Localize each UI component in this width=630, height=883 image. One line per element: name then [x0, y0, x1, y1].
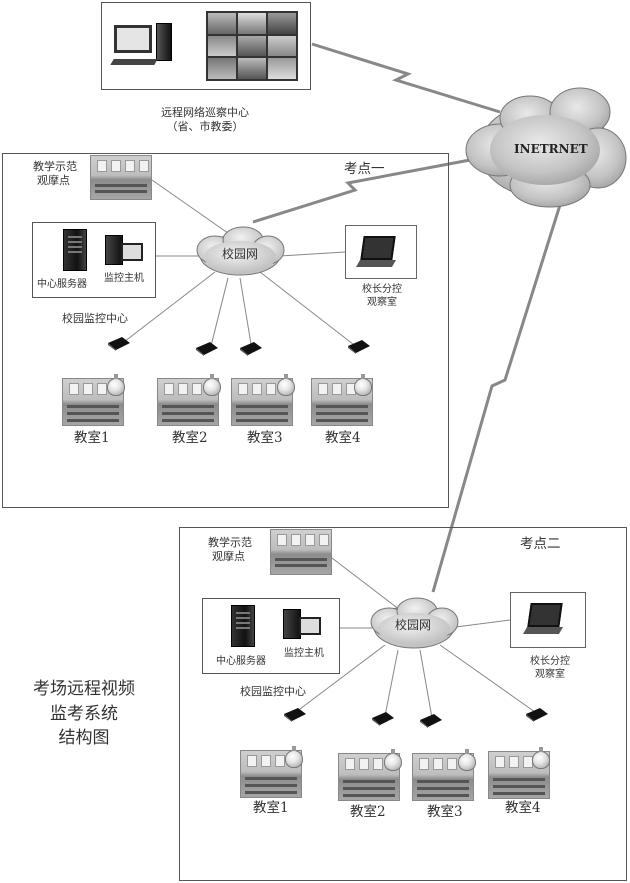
wan-link-site2	[431, 204, 562, 593]
site2-encoder-icon	[284, 708, 306, 722]
site2-principal-label-2: 观察室	[535, 668, 565, 680]
remote-center-subtitle: （省、市教委）	[166, 119, 244, 133]
site1-box	[2, 153, 449, 508]
site1-principal-label-1: 校长分控	[362, 284, 402, 295]
site1-lan-lines	[119, 179, 359, 351]
caption-line-3: 结构图	[58, 728, 110, 749]
site1-principal-label: 校长分控 观察室	[350, 284, 414, 309]
site2-server-icon	[231, 605, 255, 647]
site2-classroom-label: 教室4	[505, 800, 541, 816]
site2-classroom-photo	[240, 750, 302, 798]
site1-encoder-icon	[108, 337, 130, 351]
site1-encoder-icon	[196, 342, 218, 356]
site2-encoder-icon	[372, 712, 394, 726]
site2-demo-label: 教学示范 观摩点	[208, 536, 252, 564]
site2-encoder-icon	[526, 708, 548, 722]
caption-line-1: 考场远程视频	[33, 679, 135, 699]
site2-demo-room-photo	[270, 529, 332, 575]
diagram-caption: 考场远程视频 监考系统 结构图	[14, 677, 154, 751]
wan-link-site1	[252, 158, 471, 224]
site2-campus-net-label: 校园网	[395, 618, 432, 632]
site1-classroom-label: 教室2	[172, 430, 208, 446]
site2-demo-label-1: 教学示范	[208, 536, 252, 549]
remote-center-label: 远程网络巡察中心 （省、市教委）	[140, 106, 270, 134]
site1-server-label: 中心服务器	[37, 279, 87, 290]
site2-host-monitor-icon	[299, 617, 321, 635]
site1-classroom-photo	[157, 378, 219, 426]
site1-encoder-icon	[348, 340, 370, 354]
site1-host-monitor-icon	[121, 243, 143, 261]
site1-camera-icon	[277, 374, 295, 396]
site2-camera-icon	[532, 747, 550, 769]
site2-camera-icon	[458, 749, 476, 771]
site1-camera-icon	[107, 374, 125, 396]
pc-icon	[110, 23, 172, 71]
site1-campus-cloud	[196, 226, 285, 276]
site1-demo-label: 教学示范 观摩点	[33, 160, 77, 188]
site1-title: 考点一	[344, 161, 385, 177]
site1-camera-icon	[354, 374, 372, 396]
site1-monitor-center-label: 校园监控中心	[62, 312, 128, 325]
remote-center-title: 远程网络巡察中心	[161, 106, 249, 119]
site1-host-label: 监控主机	[104, 273, 144, 284]
site2-server-label: 中心服务器	[216, 656, 266, 667]
site2-classroom-label: 教室3	[427, 804, 463, 820]
site1-classroom-label: 教室1	[74, 430, 110, 446]
site1-demo-room-photo	[90, 155, 152, 200]
site2-principal-label-1: 校长分控	[530, 656, 570, 667]
site1-laptop-icon	[355, 236, 397, 267]
site2-principal-box	[510, 592, 586, 648]
site2-monitor-center-label: 校园监控中心	[240, 685, 306, 698]
site1-control-center-box	[32, 222, 156, 298]
site2-title: 考点二	[520, 536, 561, 552]
site1-demo-label-1: 教学示范	[33, 160, 77, 173]
site1-principal-label-2: 观察室	[367, 296, 397, 308]
site2-camera-icon	[384, 749, 402, 771]
site1-encoder-icon	[240, 342, 262, 356]
site1-server-icon	[63, 229, 87, 271]
site2-box	[179, 527, 627, 881]
internet-cloud	[465, 87, 627, 208]
site1-classroom-label: 教室4	[325, 430, 361, 446]
site2-principal-label: 校长分控 观察室	[518, 656, 582, 681]
site2-encoder-icon	[420, 714, 442, 728]
site2-classroom-label: 教室1	[253, 800, 289, 816]
site2-classroom-label: 教室2	[350, 804, 386, 820]
site1-principal-box	[345, 225, 417, 279]
site1-classroom-label: 教室3	[247, 430, 283, 446]
site1-campus-net-label: 校园网	[222, 247, 259, 261]
wan-link-top	[311, 42, 501, 114]
site2-campus-cloud	[370, 597, 459, 649]
caption-line-2: 监考系统	[50, 703, 118, 724]
internet-label: INETRNET	[514, 142, 588, 156]
site2-lan-lines	[295, 557, 536, 719]
site2-host-label: 监控主机	[284, 648, 324, 659]
video-wall-icon	[206, 11, 298, 81]
site1-demo-label-2: 观摩点	[37, 173, 70, 187]
site2-laptop-icon	[522, 603, 564, 634]
site2-demo-label-2: 观摩点	[212, 549, 245, 563]
remote-center-box	[101, 2, 311, 90]
site2-control-center-box	[202, 598, 340, 674]
site2-camera-icon	[285, 746, 303, 768]
site1-camera-icon	[203, 374, 221, 396]
